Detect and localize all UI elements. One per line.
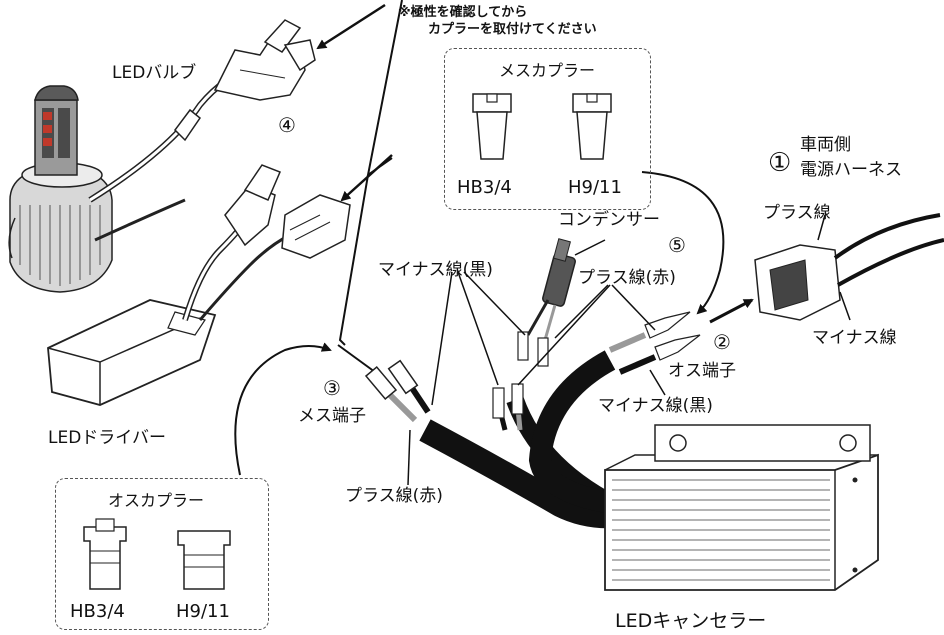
male-coupler-hb34: HB3/4	[70, 601, 125, 622]
step-2-marker: ②	[713, 330, 731, 354]
minus-black-upper-label: マイナス線(黒)	[378, 260, 493, 280]
step-3-marker: ③	[323, 376, 341, 400]
female-coupler-shapes	[472, 93, 612, 160]
polarity-note-line1: ※極性を確認してから	[398, 5, 528, 20]
led-driver-label: LEDドライバー	[48, 428, 166, 448]
led-bulb-label: LEDバルブ	[112, 63, 197, 83]
plus-red-upper-label: プラス線(赤)	[578, 268, 676, 288]
male-coupler-title: オスカプラー	[108, 491, 205, 510]
led-bulb-illustration	[8, 85, 113, 293]
plus-red-lower-label: プラス線(赤)	[345, 486, 443, 506]
middle-terminals-illustration	[492, 383, 524, 431]
vehicle-side-label-line1: 車両側	[800, 135, 851, 155]
led-canceller-label: LEDキャンセラー	[615, 610, 767, 632]
bulb-connector-illustration	[213, 19, 316, 101]
step-4-marker: ④	[278, 113, 296, 137]
led-canceller-illustration	[604, 424, 879, 591]
male-coupler-box: オスカプラー HB3/4 H9/11	[55, 478, 269, 630]
step-5-marker: ⑤	[668, 233, 686, 257]
minus-wire-label: マイナス線	[812, 328, 897, 348]
minus-black-lower-label: マイナス線(黒)	[598, 396, 713, 416]
female-terminals-illustration	[364, 359, 431, 423]
step-1-marker: ①	[768, 148, 792, 178]
plus-wire-label: プラス線	[763, 203, 831, 223]
female-coupler-box: メスカプラー HB3/4 H9/11	[444, 48, 651, 210]
vehicle-side-label-line2: 電源ハーネス	[800, 160, 902, 180]
male-terminal-label: オス端子	[668, 361, 736, 381]
female-terminal-label: メス端子	[298, 406, 366, 426]
female-coupler-h911: H9/11	[568, 177, 622, 198]
vehicle-harness-connector-illustration	[754, 213, 944, 321]
capacitor-illustration	[517, 238, 576, 367]
driver-connector-illustration	[224, 164, 351, 259]
male-terminals-illustration	[608, 311, 701, 375]
capacitor-label: コンデンサー	[558, 210, 660, 230]
polarity-note-line2: カプラーを取付けてください	[428, 22, 597, 37]
male-coupler-h911: H9/11	[176, 601, 230, 622]
male-coupler-shapes	[83, 518, 231, 590]
led-driver-illustration	[47, 299, 217, 406]
female-coupler-hb34: HB3/4	[457, 177, 512, 198]
female-coupler-title: メスカプラー	[499, 61, 596, 80]
